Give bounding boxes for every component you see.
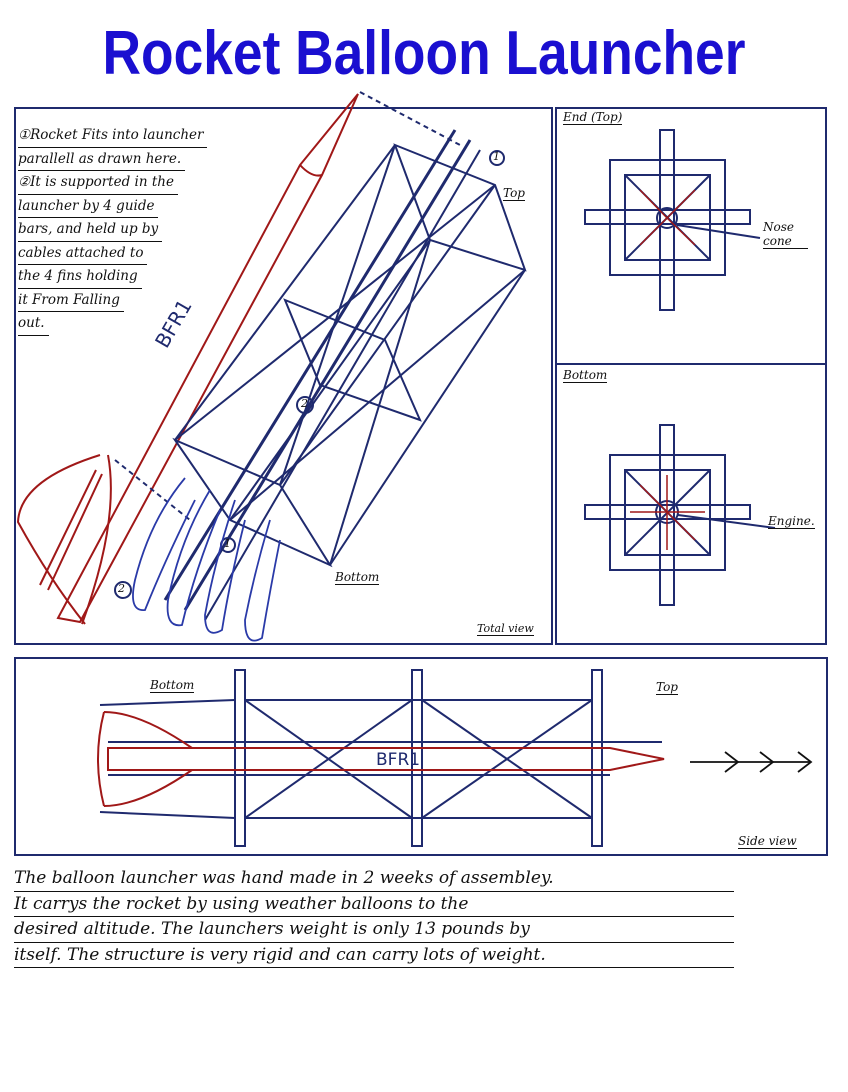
- side-view-caption: Side view: [738, 834, 797, 849]
- marker-one-lower-label: 1: [224, 537, 231, 550]
- total-view-panel: [14, 107, 553, 645]
- note-line: ①Rocket Fits into launcher: [18, 124, 208, 148]
- launcher-notes: ①Rocket Fits into launcher parallell as …: [18, 124, 273, 336]
- rocket-drawing: [16, 93, 359, 625]
- note-line: ②It is supported in the: [18, 171, 178, 195]
- marker-two-label: 2: [301, 397, 308, 410]
- side-view-frame: [99, 669, 662, 847]
- side-bottom-label: Bottom: [150, 678, 195, 693]
- marker-two-lower-label: 2: [118, 582, 125, 595]
- launcher-frame: [114, 91, 527, 621]
- side-view-rocket: [97, 711, 665, 807]
- side-top-label: Top: [656, 680, 678, 695]
- top-label: Top: [503, 186, 525, 201]
- end-view-fins: [639, 189, 696, 246]
- marker-one-label: 1: [493, 150, 500, 163]
- side-rocket-label: BFR1: [376, 750, 421, 770]
- description-line: itself. The structure is very rigid and …: [14, 943, 734, 968]
- bottom-view-drawing: [584, 424, 776, 606]
- direction-arrows: [690, 751, 813, 773]
- bottom-view-fins: [630, 475, 705, 550]
- panel-borders: [14, 107, 828, 856]
- note-line: out.: [18, 312, 49, 336]
- description-line: The balloon launcher was hand made in 2 …: [14, 866, 734, 892]
- page-title: Rocket Balloon Launcher: [102, 19, 746, 88]
- end-view-drawing: [584, 129, 761, 311]
- note-line: bars, and held up by: [18, 218, 163, 242]
- note-line: the 4 fins holding: [18, 265, 142, 289]
- bottom-view-panel: [555, 363, 827, 645]
- side-view-panel: [14, 657, 828, 856]
- nose-cone-callout: Nose cone: [763, 220, 808, 249]
- description-line: desired altitude. The launchers weight i…: [14, 917, 734, 943]
- description-line: It carrys the rocket by using weather ba…: [14, 892, 734, 917]
- note-line: launcher by 4 guide: [18, 195, 159, 218]
- engine-callout: Engine.: [768, 514, 815, 529]
- bottom-label: Bottom: [335, 570, 380, 585]
- note-line: parallell as drawn here.: [18, 148, 186, 171]
- balloon-drawings: [132, 477, 281, 642]
- note-line: cables attached to: [18, 242, 148, 265]
- bottom-view-title: Bottom: [563, 368, 608, 383]
- note-line: it From Falling: [18, 289, 124, 312]
- end-view-title: End (Top): [563, 110, 623, 125]
- total-view-caption: Total view: [477, 622, 534, 636]
- launcher-description: The balloon launcher was hand made in 2 …: [14, 866, 734, 968]
